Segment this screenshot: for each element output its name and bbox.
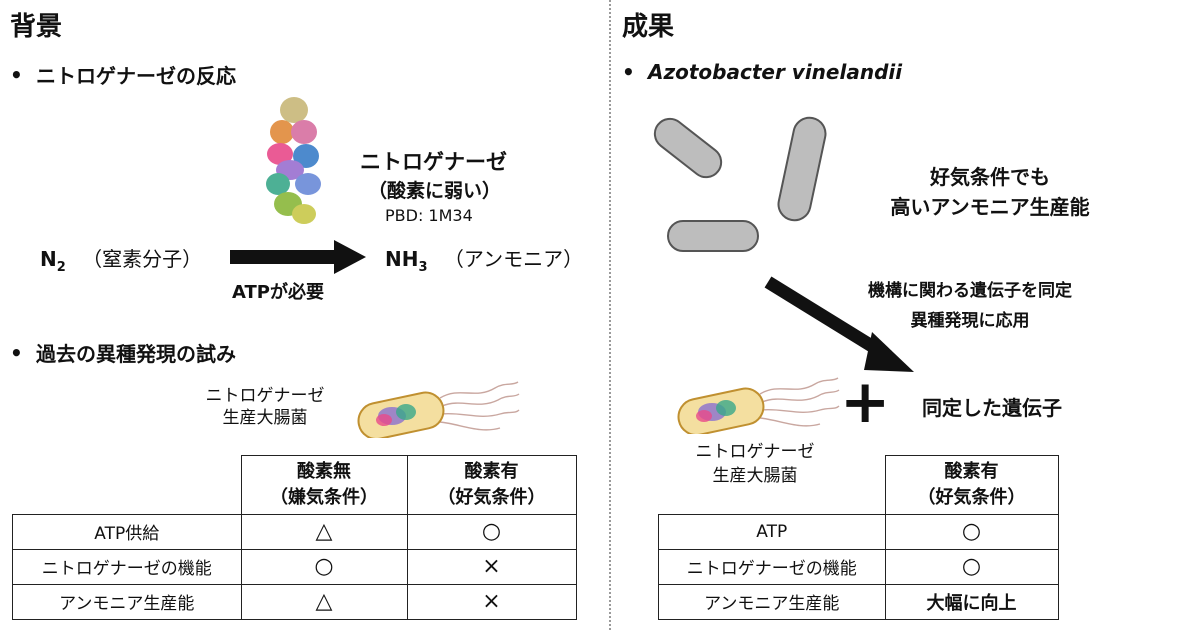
cell-value: ○	[884, 513, 1059, 550]
bacterium-label-line2: 生産大腸菌	[222, 408, 308, 428]
cell-value: 大幅に向上	[884, 583, 1059, 620]
table-row: ATP ○	[658, 513, 1059, 550]
enzyme-name: ニトロゲナーゼ	[360, 150, 507, 174]
organism-row: • Azotobacter vinelandii	[622, 60, 902, 84]
col-header-anaerobic: 酸素無 （嫌気条件）	[240, 455, 408, 515]
reactant-label: （窒素分子）	[82, 247, 203, 271]
table-row: アンモニア生産能 大幅に向上	[658, 583, 1059, 620]
claim-line1: 好気条件でも	[930, 165, 1050, 189]
col-header-line1: 酸素無	[297, 460, 351, 482]
cell-anaerobic: △	[240, 513, 408, 550]
nitrogenase-structure-image	[266, 97, 321, 224]
cell-aerobic: ×	[406, 583, 577, 620]
reactant-subscript: 2	[56, 260, 66, 275]
empty-corner	[659, 456, 886, 515]
cell-value: ○	[884, 548, 1059, 585]
col-header-line1: 酸素有	[944, 460, 999, 482]
col-header-aerobic: 酸素有 （好気条件）	[406, 455, 577, 515]
reaction-arrow	[230, 240, 366, 274]
bullet: •	[622, 60, 635, 84]
row-label: アンモニア生産能	[658, 583, 886, 620]
table-row: ニトロゲナーゼの機能 ○	[658, 548, 1059, 585]
row-label: ATP供給	[12, 513, 242, 550]
right-table: 酸素有 （好気条件） ATP ○ ニトロゲナーゼの機能 ○ アンモニア生産能 大…	[658, 455, 1059, 620]
table-row: ニトロゲナーゼの機能 ○ ×	[12, 548, 577, 585]
product-label: （アンモニア）	[443, 247, 584, 271]
col-header-line1: 酸素有	[464, 460, 519, 482]
left-heading: 背景	[10, 12, 63, 42]
cell-aerobic: ×	[406, 548, 577, 585]
bullet: •	[10, 340, 23, 365]
plus-label: 同定した遺伝子	[922, 396, 1062, 420]
col-header-line2: （好気条件）	[437, 486, 546, 508]
ecoli-illustration-right	[677, 377, 840, 434]
col-header-line2: （好気条件）	[917, 486, 1026, 508]
row-label: ATP	[658, 513, 886, 550]
cell-anaerobic: ○	[240, 548, 408, 585]
empty-corner	[13, 456, 242, 515]
product-formula: NH	[385, 247, 419, 271]
diagonal-arrow	[764, 276, 914, 372]
bacterium-label-left: ニトロゲナーゼ 生産大腸菌	[195, 385, 335, 429]
arrow-label: ATPが必要	[232, 282, 325, 303]
arrow-text: 機構に関わる遺伝子を同定 異種発現に応用	[840, 276, 1100, 336]
product-subscript: 3	[418, 260, 428, 275]
claim: 好気条件でも 高いアンモニア生産能	[890, 162, 1090, 222]
section1-title: ニトロゲナーゼの反応	[36, 64, 236, 88]
bacterium-label-line1: ニトロゲナーゼ	[695, 442, 815, 462]
bacterium-label-line2: 生産大腸菌	[712, 466, 798, 486]
product: NH3 （アンモニア）	[385, 243, 583, 275]
col-header-aerobic: 酸素有 （好気条件）	[884, 455, 1059, 515]
row-label: ニトロゲナーゼの機能	[12, 548, 242, 585]
ecoli-illustration	[357, 381, 520, 438]
cell-aerobic: ○	[406, 513, 577, 550]
enzyme-note: （酸素に弱い）	[368, 180, 502, 202]
section2-title: 過去の異種発現の試み	[36, 342, 236, 366]
plus-sign: +	[840, 367, 891, 437]
table-row: ATP供給 △ ○	[12, 513, 577, 550]
table-row: アンモニア生産能 △ ×	[12, 583, 577, 620]
left-table: 酸素無 （嫌気条件） 酸素有 （好気条件） ATP供給 △ ○ ニトロゲナーゼの…	[12, 455, 577, 620]
row-label: アンモニア生産能	[12, 583, 242, 620]
cell-anaerobic: △	[240, 583, 408, 620]
bacterium-label-line1: ニトロゲナーゼ	[205, 386, 325, 406]
arrow-text-line2: 異種発現に応用	[910, 311, 1030, 331]
bacterium-label-right: ニトロゲナーゼ 生産大腸菌	[680, 440, 830, 488]
section2-title-row: • 過去の異種発現の試み	[10, 338, 236, 367]
azotobacter-cells-illustration	[653, 116, 827, 252]
table-header-row: 酸素無 （嫌気条件） 酸素有 （好気条件）	[13, 455, 577, 515]
claim-line2: 高いアンモニア生産能	[890, 195, 1090, 219]
table-header-row: 酸素有 （好気条件）	[659, 455, 1059, 515]
right-heading: 成果	[622, 12, 675, 42]
arrow-text-line1: 機構に関わる遺伝子を同定	[868, 281, 1072, 301]
reactant: N2 （窒素分子）	[40, 243, 202, 275]
col-header-line2: （嫌気条件）	[270, 486, 378, 508]
panel-divider	[609, 0, 611, 630]
pdb-id: PBD: 1M34	[385, 206, 473, 225]
bullet: •	[10, 62, 23, 87]
section1-title-row: • ニトロゲナーゼの反応	[10, 60, 236, 89]
row-label: ニトロゲナーゼの機能	[658, 548, 886, 585]
reactant-formula: N	[40, 247, 57, 271]
organism-name: Azotobacter vinelandii	[648, 60, 903, 84]
